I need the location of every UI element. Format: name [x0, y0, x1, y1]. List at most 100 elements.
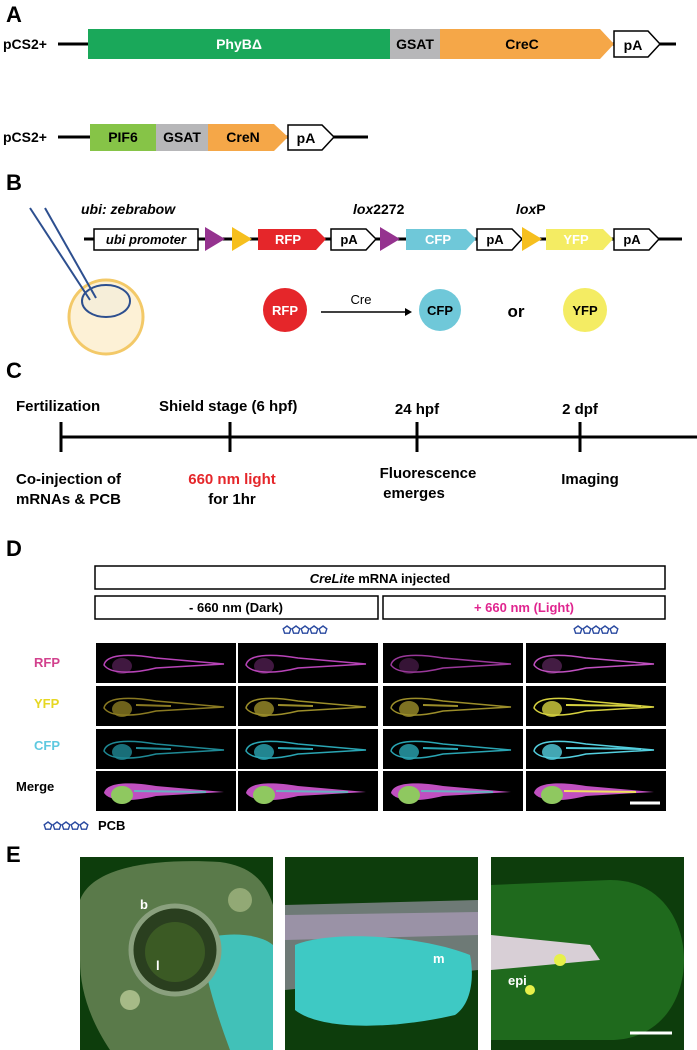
- pa-b-3-label: pA: [623, 232, 641, 247]
- row-label-merge: Merge: [16, 779, 54, 794]
- head-highlight-1: [120, 990, 140, 1010]
- pcb-ring: [61, 821, 71, 830]
- event-2dpf: 2 dpf: [562, 401, 599, 418]
- loxp-italic: lox: [516, 201, 537, 217]
- crec-segment: [440, 29, 614, 59]
- embryo-injection-illustration: [29, 207, 145, 356]
- pa-segment-2: [287, 124, 336, 151]
- panel-b-letter: B: [6, 170, 22, 195]
- fish-yolk: [112, 744, 132, 760]
- fish-yolk-merge: [398, 786, 420, 804]
- fluorescence-line-2: emerges: [383, 485, 445, 502]
- construct2-prefix: pCS2+: [3, 129, 47, 145]
- ubi-promoter-box: [93, 228, 199, 251]
- pcb-ring: [591, 625, 601, 634]
- pcb-ring: [43, 821, 53, 830]
- cfp-gene: [406, 229, 476, 250]
- pif6-segment: [90, 124, 156, 151]
- fish-yolk-merge: [111, 786, 133, 804]
- dark-header-box: [94, 595, 379, 620]
- fish-outline: [103, 654, 225, 673]
- pa-label-2: pA: [297, 130, 316, 146]
- dark-header: - 660 nm (Dark): [189, 600, 283, 615]
- construct1-prefix: pCS2+: [3, 36, 47, 52]
- fish-yolk-merge: [541, 786, 563, 804]
- yfp-gene-label: YFP: [563, 232, 589, 247]
- event-fertilization: Fertilization: [16, 398, 100, 415]
- trunk-yolk-cyan: [295, 936, 472, 1026]
- fish-yolk: [254, 744, 274, 760]
- tail-spot-1: [554, 954, 566, 966]
- embryo-cell: [81, 284, 131, 318]
- phyb-label: PhyBΔ: [216, 36, 262, 52]
- pcb-ring: [600, 625, 610, 634]
- fluorescence-line-1: Fluorescence: [380, 465, 477, 482]
- light-header-box: [382, 595, 666, 620]
- pcb-ring: [573, 625, 583, 634]
- pcb-ring: [318, 625, 328, 634]
- fish-yolk-merge: [253, 786, 275, 804]
- cfp-circle: [419, 289, 461, 331]
- pa-segment-1: [613, 30, 662, 58]
- light-line-1: 660 nm light: [188, 471, 276, 488]
- pcb-ring: [609, 625, 619, 634]
- coinjection-line-1: Co-injection of: [16, 471, 122, 488]
- fish-trunk-merge: [275, 790, 349, 793]
- imaging-label: Imaging: [561, 471, 619, 488]
- gsat-segment-1: [390, 29, 440, 59]
- label-lens: l: [156, 958, 160, 973]
- fish-outline: [533, 654, 655, 673]
- fish-yolk: [399, 701, 419, 717]
- pcb-legend-symbol: [43, 821, 89, 830]
- fish-trunk-signal: [135, 704, 172, 707]
- label-muscle: m: [433, 951, 445, 966]
- ubi-promoter-label: ubi promoter: [106, 232, 187, 247]
- construct-name: ubi: zebrabow: [81, 201, 176, 217]
- pcb-symbol-dark: [282, 625, 328, 634]
- loxp-site-1: [232, 227, 252, 251]
- pipette-line-2: [44, 207, 97, 299]
- pa-b-1-label: pA: [340, 232, 358, 247]
- fish-trunk-merge: [563, 790, 637, 793]
- injection-header: CreLite mRNA injected: [310, 571, 450, 586]
- trunk-muscle-band: [285, 912, 478, 940]
- pa-b-2-label: pA: [486, 232, 504, 247]
- pcb-ring: [309, 625, 319, 634]
- pif6-label: PIF6: [108, 129, 138, 145]
- pcb-ring: [70, 821, 80, 830]
- micrograph-grid: [96, 643, 666, 811]
- lox2272-italic: lox: [353, 201, 374, 217]
- event-shield: Shield stage (6 hpf): [159, 398, 297, 415]
- row-label-rfp: RFP: [34, 655, 60, 670]
- loxp-site-2: [522, 227, 542, 251]
- micrograph-trunk: m: [285, 857, 478, 1050]
- fish-trunk-signal: [277, 747, 314, 750]
- fish-outline: [390, 654, 512, 673]
- fish-trunk-signal: [135, 747, 172, 750]
- pcb-symbol-light: [573, 625, 619, 634]
- panel-d-letter: D: [6, 536, 22, 561]
- tail-spot-2: [525, 985, 535, 995]
- gsat-label-1: GSAT: [396, 36, 434, 52]
- fish-trunk-merge: [420, 790, 494, 793]
- fish-yolk: [112, 701, 132, 717]
- event-24hpf: 24 hpf: [395, 401, 440, 418]
- gsat-segment-2: [156, 124, 208, 151]
- light-header: + 660 nm (Light): [474, 600, 574, 615]
- pcb-ring: [291, 625, 301, 634]
- fish-trunk-signal: [422, 704, 459, 707]
- pa-b-2: [476, 228, 524, 251]
- lox2272-site-2: [380, 227, 400, 251]
- pcb-ring: [282, 625, 292, 634]
- cfp-gene-label: CFP: [425, 232, 451, 247]
- rfp-circle: [263, 288, 307, 332]
- fish-yolk: [542, 658, 562, 674]
- pa-b-3: [613, 228, 661, 251]
- yfp-gene: [546, 229, 613, 250]
- tail-notochord: [491, 935, 600, 970]
- panel-e-letter: E: [6, 842, 21, 867]
- injection-header-italic: CreLite: [310, 571, 355, 586]
- cren-segment: [208, 124, 288, 151]
- phyb-segment: [88, 29, 390, 59]
